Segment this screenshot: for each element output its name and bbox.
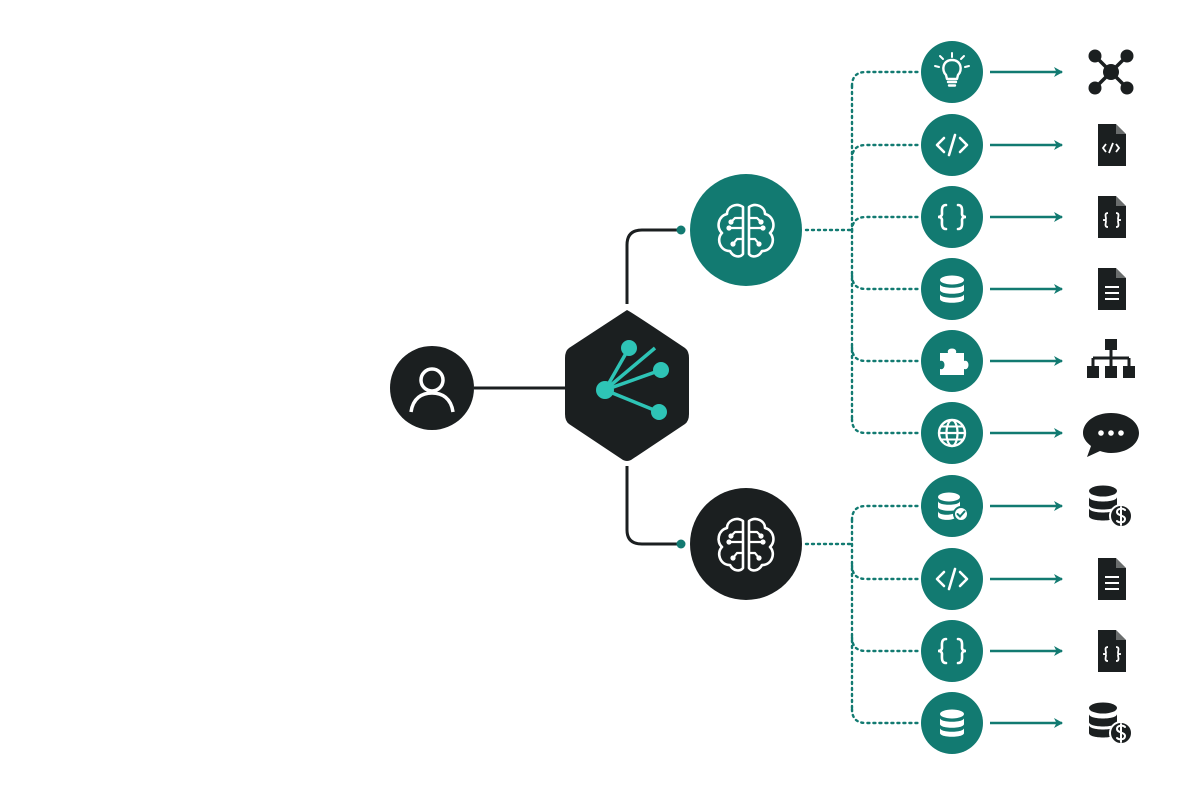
brain-circuit-icon (717, 517, 775, 572)
connector-lines (474, 70, 920, 725)
tool-node-code[interactable] (921, 548, 983, 610)
tool-node-code[interactable] (921, 114, 983, 176)
braces-icon (937, 203, 967, 231)
puzzle-icon (940, 348, 969, 375)
text-document-icon[interactable] (1098, 268, 1126, 310)
code-icon (935, 133, 969, 157)
agent-bottom-node[interactable] (690, 488, 802, 600)
tool-node-database[interactable] (921, 258, 983, 320)
connector-dot (676, 225, 686, 235)
agent-top-node[interactable] (690, 174, 802, 286)
dotted-branch-bottom (804, 504, 920, 725)
code-file-icon[interactable] (1098, 124, 1126, 166)
globe-icon (937, 418, 967, 448)
connector-dot (676, 539, 686, 549)
user-icon (409, 367, 455, 413)
tool-node-lightbulb[interactable] (921, 41, 983, 103)
router-hexagon[interactable] (565, 310, 689, 461)
brain-circuit-icon (717, 203, 775, 258)
router-to-agent-bottom-line (625, 466, 681, 546)
tool-node-puzzle[interactable] (921, 330, 983, 392)
database-dollar-icon[interactable] (1089, 485, 1133, 528)
tool-node-globe[interactable] (921, 402, 983, 464)
tool-node-database[interactable] (921, 692, 983, 754)
tool-node-braces[interactable] (921, 620, 983, 682)
hierarchy-icon[interactable] (1087, 339, 1135, 378)
code-icon (935, 567, 969, 591)
tool-node-database-check[interactable] (921, 475, 983, 537)
database-icon (940, 709, 964, 737)
database-icon (940, 275, 964, 303)
json-file-icon[interactable] (1098, 196, 1126, 238)
chat-bubble-icon[interactable] (1083, 413, 1139, 457)
database-check-icon (938, 492, 969, 522)
user-node[interactable] (390, 346, 474, 430)
tool-node-braces[interactable] (921, 186, 983, 248)
braces-icon (937, 637, 967, 665)
text-document-icon[interactable] (1098, 558, 1126, 600)
network-graph-icon[interactable] (1088, 49, 1134, 95)
json-file-icon[interactable] (1098, 630, 1126, 672)
dotted-branch-top (804, 70, 920, 435)
router-to-agent-top-line (625, 228, 681, 304)
share-network-icon (596, 340, 669, 420)
database-dollar-icon[interactable] (1089, 702, 1133, 745)
lightbulb-icon (934, 52, 970, 87)
